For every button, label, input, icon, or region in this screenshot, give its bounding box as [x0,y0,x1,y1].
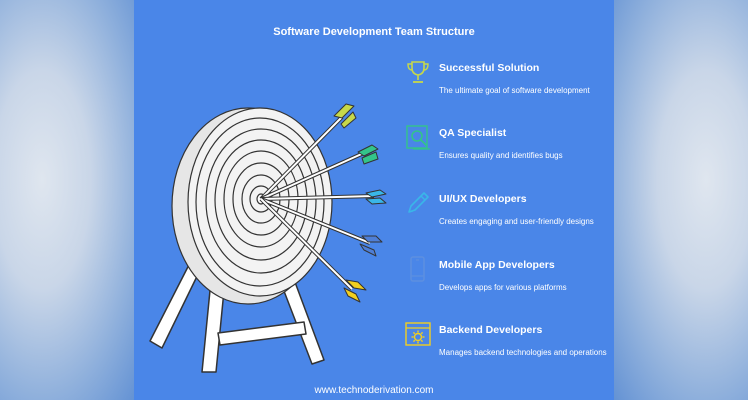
infographic-title: Software Development Team Structure [273,26,475,38]
server-gear-icon [405,322,431,346]
infographic-panel: Software Development Team Structure [134,0,614,400]
right-background-blur [608,0,748,400]
arrow-successful-solution [259,103,357,201]
qa-magnifier-icon [406,125,430,150]
target-illustration [149,103,387,373]
website-url[interactable]: www.technoderivation.com [314,385,434,396]
item-description: Creates engaging and user-friendly desig… [439,217,594,226]
trophy-icon [407,61,429,83]
item-title: UI/UX Developers [439,193,527,205]
item-description: Develops apps for various platforms [439,283,567,292]
arrow-backend-developers [259,197,367,303]
arrow-mobile-developers [260,197,383,257]
smartphone-icon [410,256,425,282]
item-title: Backend Developers [439,324,543,336]
item-description: Ensures quality and identifies bugs [439,151,563,160]
pencil-icon [408,192,429,213]
item-description: The ultimate goal of software developmen… [439,86,590,95]
arrow-qa-specialist [260,144,379,201]
target-board [171,107,333,305]
arrow-uiux-developers [260,189,387,205]
left-background-blur [0,0,140,400]
item-title: Successful Solution [439,62,540,74]
arrows [259,103,387,303]
item-title: Mobile App Developers [439,259,555,271]
item-description: Manages backend technologies and operati… [439,348,607,357]
item-title: QA Specialist [439,127,507,139]
